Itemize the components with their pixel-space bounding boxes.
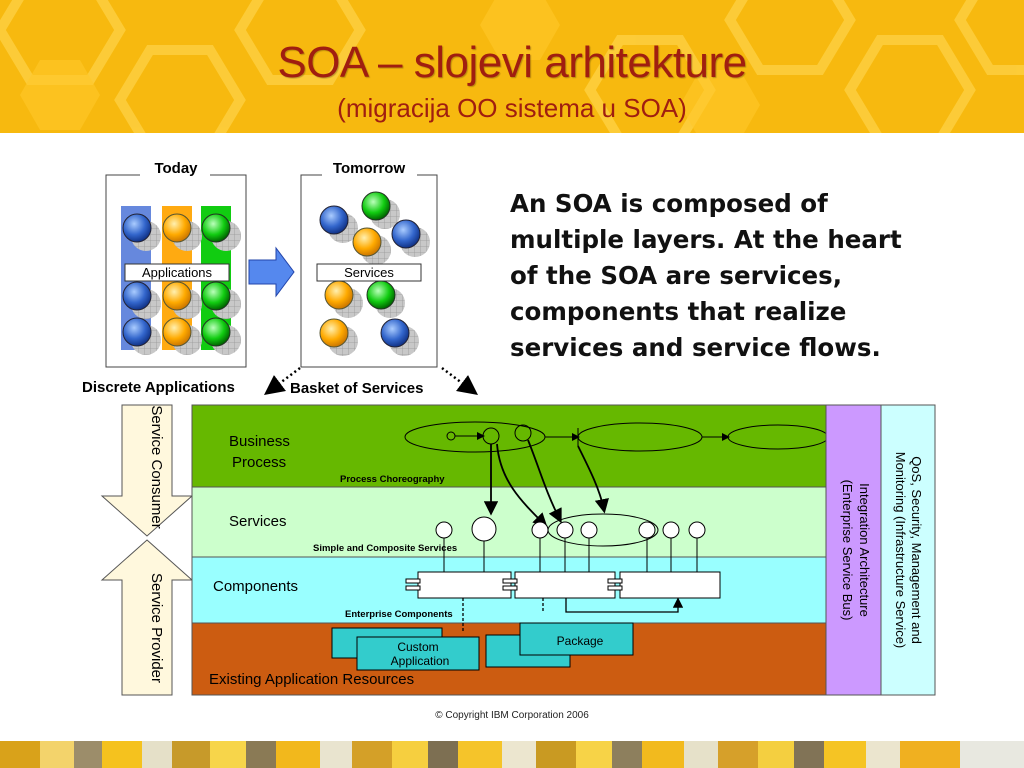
service-provider-arrow: Service Provider (100, 539, 194, 696)
integration-sub-label: (Enterprise Service Bus) (840, 480, 855, 621)
existing-resource-boxes: Custom Application Package (331, 622, 634, 671)
svg-text:Service Provider: Service Provider (148, 573, 165, 683)
soa-layers-diagram: Today Applications Tomorrow (82, 160, 936, 696)
service-provider-label: Service Provider (148, 573, 165, 683)
basket-of-services-label: Basket of Services (290, 380, 423, 397)
simple-composite-label: Simple and Composite Services (313, 543, 457, 554)
enterprise-components-label: Enterprise Components (345, 609, 453, 620)
service-invocation-arrows (483, 439, 609, 528)
services-layer-label: Services (229, 513, 287, 530)
service-consumer-label: Service Consumer (148, 405, 165, 528)
tomorrow-panel: Tomorrow Services (300, 160, 438, 368)
qos-bar (880, 404, 936, 696)
integration-label: Integration Architecture (857, 483, 872, 617)
copyright-notice: © Copyright IBM Corporation 2006 (435, 710, 589, 721)
svg-text:Service Consumer: Service Consumer (148, 405, 165, 528)
tomorrow-label: Tomorrow (333, 160, 406, 177)
decorative-footer-strip (0, 741, 1024, 768)
process-choreography-label: Process Choreography (340, 474, 445, 485)
service-consumer-arrow: Service Consumer (100, 404, 194, 537)
qos-label: QoS, Security, Management and (909, 456, 924, 644)
package-label: Package (557, 634, 604, 648)
component-links (462, 597, 684, 632)
qos-sub-label: Monitoring (Infrastructure Service) (893, 452, 908, 649)
custom-label-2: Application (391, 654, 450, 668)
integration-architecture-bar (825, 404, 882, 696)
today-label: Today (154, 160, 198, 177)
custom-label-1: Custom (397, 640, 438, 654)
slide-title: SOA – slojevi arhitekture (277, 38, 747, 87)
services-layer (191, 486, 827, 558)
honeycomb-background (0, 0, 1024, 133)
slide-subtitle: (migracija OO sistema u SOA) (337, 93, 687, 123)
today-panel: Today Applications (105, 160, 247, 368)
slide-header: SOA – slojevi arhitekture (migracija OO … (0, 0, 1024, 133)
component-boxes (405, 571, 721, 599)
process-flow (404, 421, 829, 453)
business-label-1: Business (229, 433, 290, 450)
applications-label: Applications (142, 265, 213, 280)
existing-resources-label: Existing Application Resources (209, 671, 414, 688)
service-nodes (435, 513, 706, 547)
components-layer-label: Components (213, 578, 298, 595)
migration-arrow (248, 246, 295, 298)
services-box-label: Services (344, 265, 394, 280)
business-label-2: Process (232, 454, 286, 471)
service-component-links (443, 538, 698, 572)
discrete-applications-label: Discrete Applications (82, 379, 235, 396)
intro-text: An SOA is composed of multiple layers. A… (510, 189, 902, 362)
